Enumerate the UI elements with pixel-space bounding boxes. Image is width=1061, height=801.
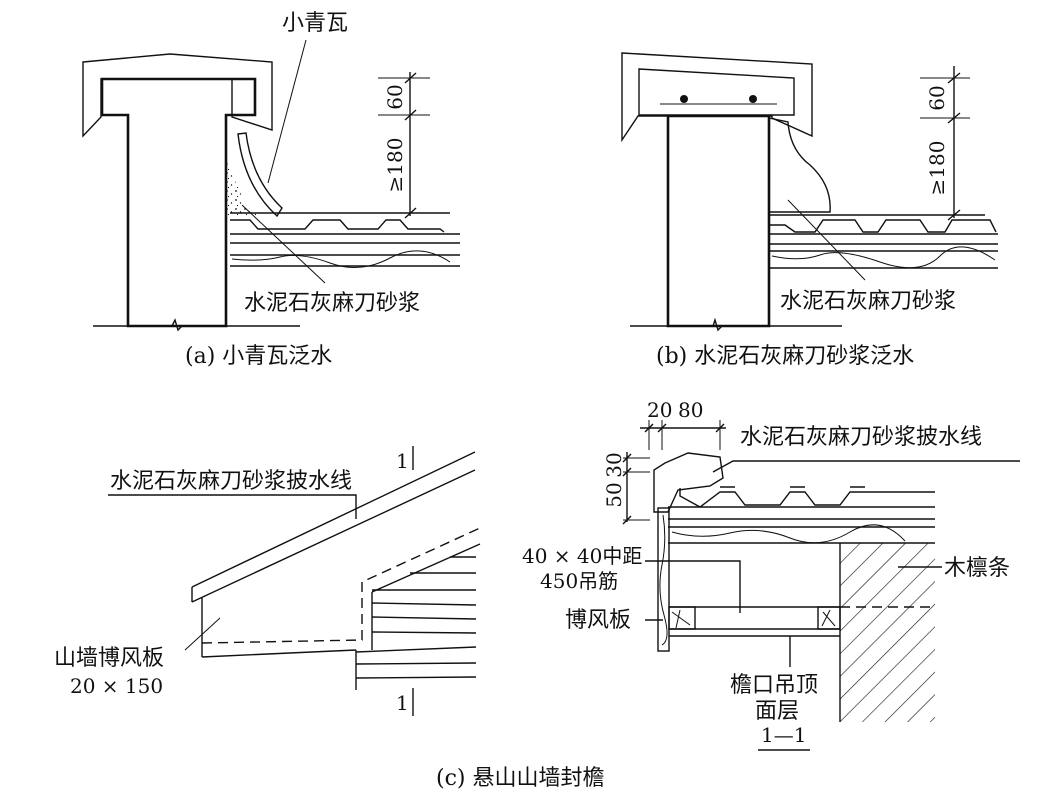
label-ceiling-line1: 檐口吊顶 (730, 673, 818, 698)
drip-line-strip (191, 451, 476, 603)
leader-mortar-b (787, 199, 866, 281)
section-title: 1—1 (761, 723, 806, 747)
label-gable-board: 博风板 (565, 608, 631, 633)
wall-edge (355, 543, 481, 690)
concrete-coping-b (638, 68, 795, 116)
purlin (840, 543, 935, 722)
label-ceiling-line2: 面层 (755, 699, 799, 724)
caption-b: (b) 水泥石灰麻刀砂浆泛水 (656, 344, 914, 369)
leader-mortar-a (241, 204, 326, 284)
label-purlin: 木檩条 (944, 556, 1010, 581)
label-drip-section: 水泥石灰麻刀砂浆披水线 (740, 425, 982, 450)
panel-b: 60 ≥180 水泥石灰麻刀砂浆 (b) 水泥石灰麻刀砂浆泛水 (621, 52, 998, 369)
label-board-line2: 20 × 150 (70, 674, 163, 698)
mortar-fillet-b (768, 117, 831, 213)
leader-hanger (645, 560, 741, 613)
leader-board (184, 617, 221, 651)
ceiling-block-right (817, 606, 841, 630)
ground-line-b (630, 317, 842, 332)
section-mark-bottom: 1 (396, 691, 409, 715)
label-mortar-a: 水泥石灰麻刀砂浆 (244, 291, 420, 316)
rebar-dot-1 (680, 95, 688, 103)
dim-80: 80 (678, 398, 703, 422)
dim-60-b: 60 (925, 85, 949, 110)
caption-c: (c) 悬山山墙封檐 (436, 766, 604, 791)
panel-a: 60 ≥180 小青瓦 水泥石灰麻刀砂浆 (a) 小青瓦泛水 (82, 11, 460, 369)
roof-layers-b (769, 214, 998, 269)
ceiling-block-left (668, 606, 696, 630)
label-hanger-line1: 40 × 40中距 (522, 544, 642, 568)
dim-20: 20 (647, 398, 672, 422)
dim-50: 50 (602, 482, 626, 507)
dim-180-a: ≥180 (383, 138, 407, 193)
caption-a: (a) 小青瓦泛水 (185, 344, 332, 369)
drip-ridge (653, 452, 724, 513)
small-tile (237, 132, 283, 218)
section-mark-top: 1 (396, 449, 409, 473)
hidden-outline (201, 527, 481, 644)
dimension-b (920, 66, 970, 221)
dim-60-a: 60 (383, 84, 407, 109)
gable-board-section (657, 507, 670, 652)
leader-drip-elev (108, 494, 357, 519)
brick-wall-b (666, 114, 771, 328)
label-drip-elev: 水泥石灰麻刀砂浆披水线 (110, 469, 352, 494)
panel-c-elevation: 水泥石灰麻刀砂浆披水线 山墙博风板 20 × 150 1 1 (54, 446, 481, 716)
panel-c-section: 20 80 30 50 水泥石灰麻刀砂浆披水线 40 × 40中距 450吊筋 … (522, 398, 1020, 751)
label-board-line1: 山墙博风板 (54, 646, 164, 671)
ground-line (93, 318, 300, 332)
dimension-a (378, 72, 430, 219)
gable-board-bottom (201, 649, 357, 658)
roof-layers (230, 212, 460, 268)
tiles-section (679, 488, 935, 508)
leader-drip-section (712, 460, 1020, 473)
label-mortar-b: 水泥石灰麻刀砂浆 (780, 289, 956, 314)
dim-30: 30 (602, 452, 626, 477)
dimension-section (622, 420, 726, 525)
leader-tile (267, 39, 307, 184)
dim-180-b: ≥180 (925, 141, 949, 196)
mortar-fillet (226, 160, 262, 216)
label-small-tile: 小青瓦 (282, 11, 348, 36)
wall-courses (355, 556, 477, 679)
mortar-coping-b (621, 52, 813, 143)
label-hanger-line2: 450吊筋 (540, 569, 618, 593)
mortar-coping (82, 53, 273, 138)
rebar-dot-2 (749, 95, 757, 103)
